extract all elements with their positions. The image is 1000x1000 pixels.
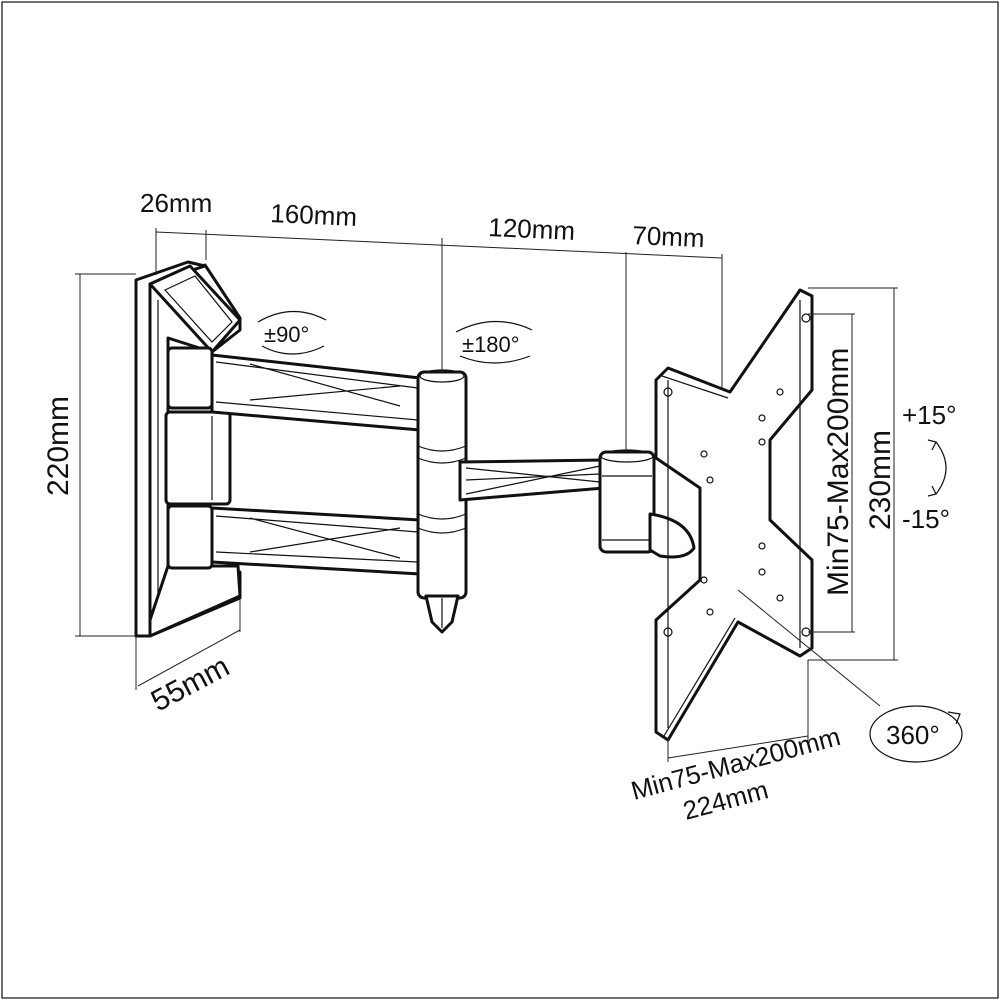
label-vesa-vertical: Min75-Max200mm bbox=[822, 348, 855, 596]
mounting-holes bbox=[663, 313, 811, 637]
first-arm bbox=[210, 353, 422, 576]
label-55mm: 55mm bbox=[146, 650, 235, 718]
label-plus-minus-180: ±180° bbox=[462, 332, 520, 357]
label-220mm: 220mm bbox=[42, 396, 75, 496]
head-swivel bbox=[598, 449, 696, 559]
label-360: 360° bbox=[886, 720, 940, 750]
elbow-column bbox=[416, 369, 468, 634]
rotation-360-arrow bbox=[869, 705, 963, 763]
label-plus-minus-90: ±90° bbox=[264, 322, 309, 347]
second-arm bbox=[458, 458, 606, 502]
tilt-arrow bbox=[935, 441, 947, 495]
label-160mm: 160mm bbox=[270, 198, 358, 232]
label-230mm: 230mm bbox=[864, 430, 897, 530]
dimension-lines bbox=[75, 228, 898, 762]
rotation-arrows bbox=[257, 310, 963, 763]
wall-hinge bbox=[164, 346, 232, 570]
label-120mm: 120mm bbox=[488, 212, 576, 246]
label-26mm: 26mm bbox=[140, 188, 212, 218]
label-tilt-up: +15° bbox=[902, 400, 957, 430]
swivel-180-arrow bbox=[455, 320, 533, 333]
vesa-plate bbox=[654, 288, 814, 742]
label-70mm: 70mm bbox=[632, 220, 706, 253]
label-tilt-down: -15° bbox=[902, 504, 950, 534]
swivel-90-arrow bbox=[257, 310, 327, 323]
